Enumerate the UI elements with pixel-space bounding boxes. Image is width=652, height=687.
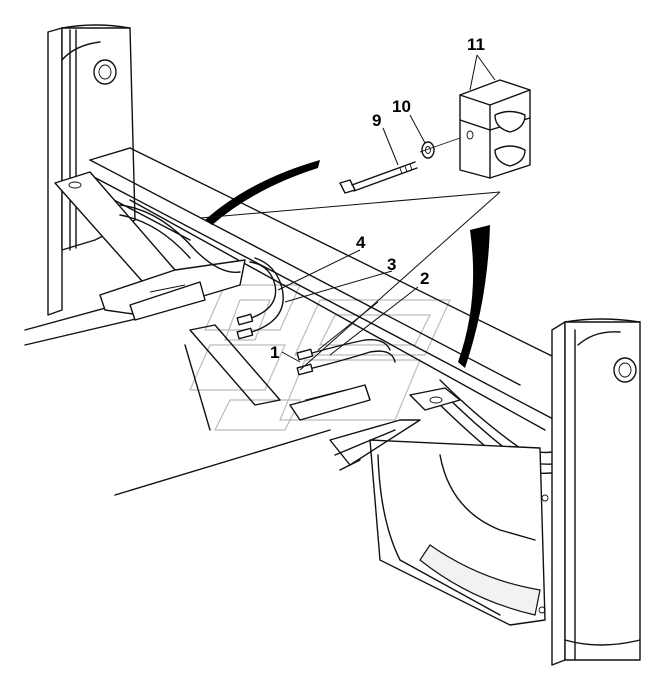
callout-9: 9 bbox=[372, 111, 381, 130]
bolt-part bbox=[339, 161, 418, 194]
slotted-plate bbox=[189, 324, 371, 421]
direction-arrows bbox=[205, 160, 490, 368]
callout-1: 1 bbox=[270, 343, 279, 362]
right-upright-post bbox=[551, 318, 641, 666]
hydraulic-hoses bbox=[119, 204, 396, 376]
lower-rail bbox=[24, 299, 331, 496]
callout-10: 10 bbox=[392, 97, 411, 116]
washer-part bbox=[421, 141, 435, 159]
callout-2: 2 bbox=[420, 269, 429, 288]
clamp-block-part bbox=[459, 79, 531, 179]
clamp-plate bbox=[329, 387, 461, 471]
left-bracket bbox=[54, 171, 246, 321]
callout-4: 4 bbox=[356, 233, 366, 252]
assembly-centerline bbox=[199, 137, 501, 371]
leader-lines bbox=[277, 54, 496, 363]
callout-3: 3 bbox=[387, 255, 396, 274]
cover-housing bbox=[369, 439, 549, 626]
callout-11: 11 bbox=[467, 35, 485, 54]
left-upright-post bbox=[47, 24, 136, 316]
